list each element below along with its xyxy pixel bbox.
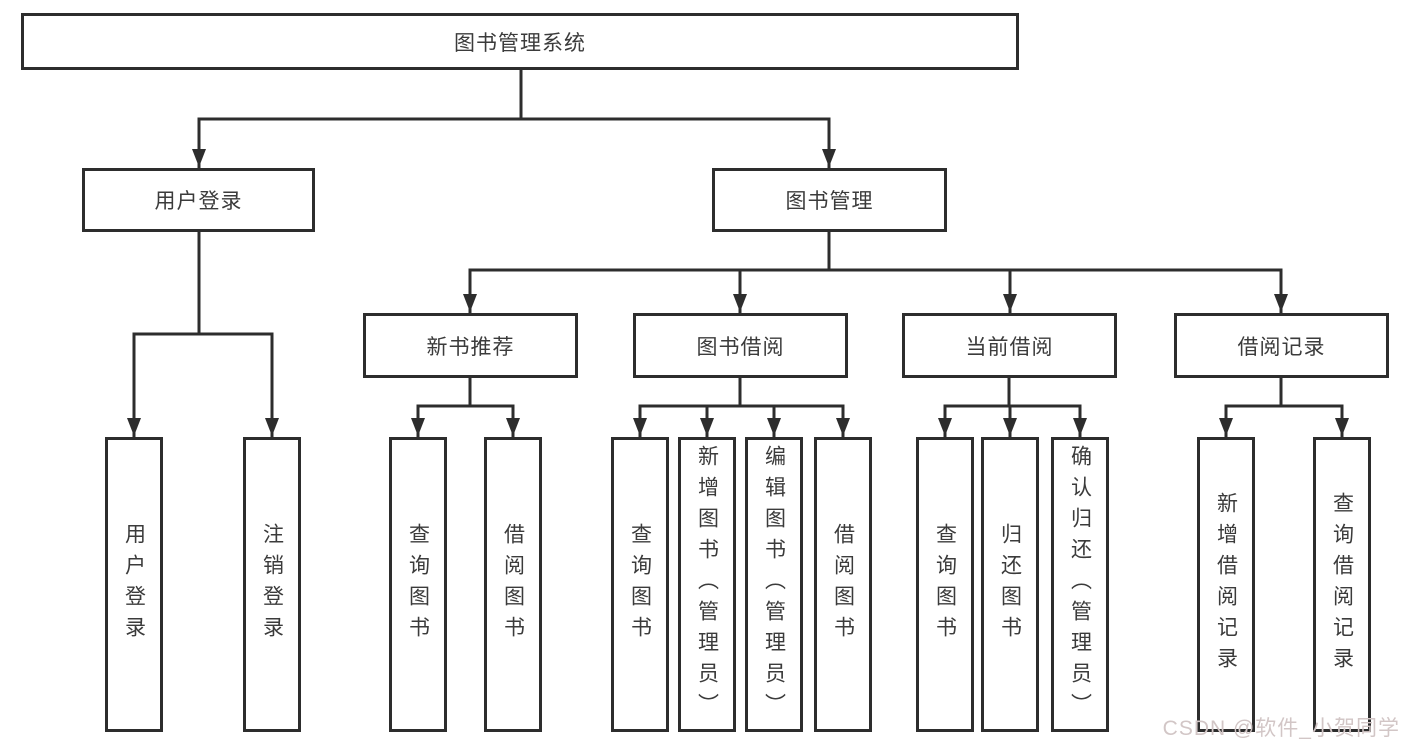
node-logout: 注销登录 (243, 437, 301, 732)
node-label: 查询图书 (406, 522, 430, 647)
node-label: 图书管理 (785, 190, 874, 213)
node-add-book-admin: 新增图书（管理员） (678, 437, 736, 732)
node-label: 查询图书 (628, 522, 652, 647)
node-book-borrowing: 图书借阅 (633, 313, 848, 378)
node-label: 借阅图书 (831, 522, 855, 647)
connector-root-to-level1 (192, 68, 836, 169)
node-borrowing-records: 借阅记录 (1174, 313, 1389, 378)
node-label: 借阅图书 (501, 522, 525, 647)
node-label: 借阅记录 (1237, 335, 1326, 359)
node-label: 图书管理系统 (454, 31, 586, 55)
node-label: 用户登录 (122, 522, 146, 647)
node-label: 新增图书（管理员） (695, 445, 719, 724)
node-label: 新增借阅记录 (1214, 491, 1238, 678)
node-label: 查询借阅记录 (1330, 491, 1354, 678)
connector-user-login-to-leaves (127, 230, 279, 438)
node-query-books-borrowing: 查询图书 (611, 437, 669, 732)
connector-book-borrowing-to-leaves (633, 376, 850, 438)
node-label: 新书推荐 (426, 335, 515, 359)
node-query-books-current: 查询图书 (916, 437, 974, 732)
node-edit-book-admin: 编辑图书（管理员） (745, 437, 803, 732)
connector-current-borrowing-to-leaves (938, 376, 1087, 438)
node-add-borrowing-record: 新增借阅记录 (1197, 437, 1255, 732)
node-label: 用户登录 (154, 190, 243, 213)
node-query-books-recommend: 查询图书 (389, 437, 447, 732)
node-user-login-leaf: 用户登录 (105, 437, 163, 732)
node-label: 确认归还（管理员） (1068, 445, 1092, 724)
csdn-watermark: CSDN @软件_小贺同学 (1162, 717, 1400, 740)
node-new-book-recommendation: 新书推荐 (363, 313, 578, 378)
node-label: 查询图书 (933, 522, 957, 647)
node-label: 编辑图书（管理员） (762, 445, 786, 724)
node-label: 当前借阅 (965, 335, 1054, 359)
node-return-books: 归还图书 (981, 437, 1039, 732)
node-book-management: 图书管理 (712, 168, 947, 232)
node-current-borrowing: 当前借阅 (902, 313, 1117, 378)
node-library-management-system: 图书管理系统 (21, 13, 1019, 70)
node-confirm-return-admin: 确认归还（管理员） (1051, 437, 1109, 732)
connector-book-management-to-level2 (463, 230, 1288, 314)
node-borrow-books: 借阅图书 (814, 437, 872, 732)
node-query-borrowing-record: 查询借阅记录 (1313, 437, 1371, 732)
node-user-login: 用户登录 (82, 168, 315, 232)
node-label: 归还图书 (998, 522, 1022, 647)
connector-borrowing-records-to-leaves (1219, 376, 1349, 438)
node-label: 图书借阅 (696, 335, 785, 359)
connector-new-book-recommendation-to-leaves (411, 376, 520, 438)
node-label: 注销登录 (260, 522, 284, 647)
node-borrow-books-recommend: 借阅图书 (484, 437, 542, 732)
